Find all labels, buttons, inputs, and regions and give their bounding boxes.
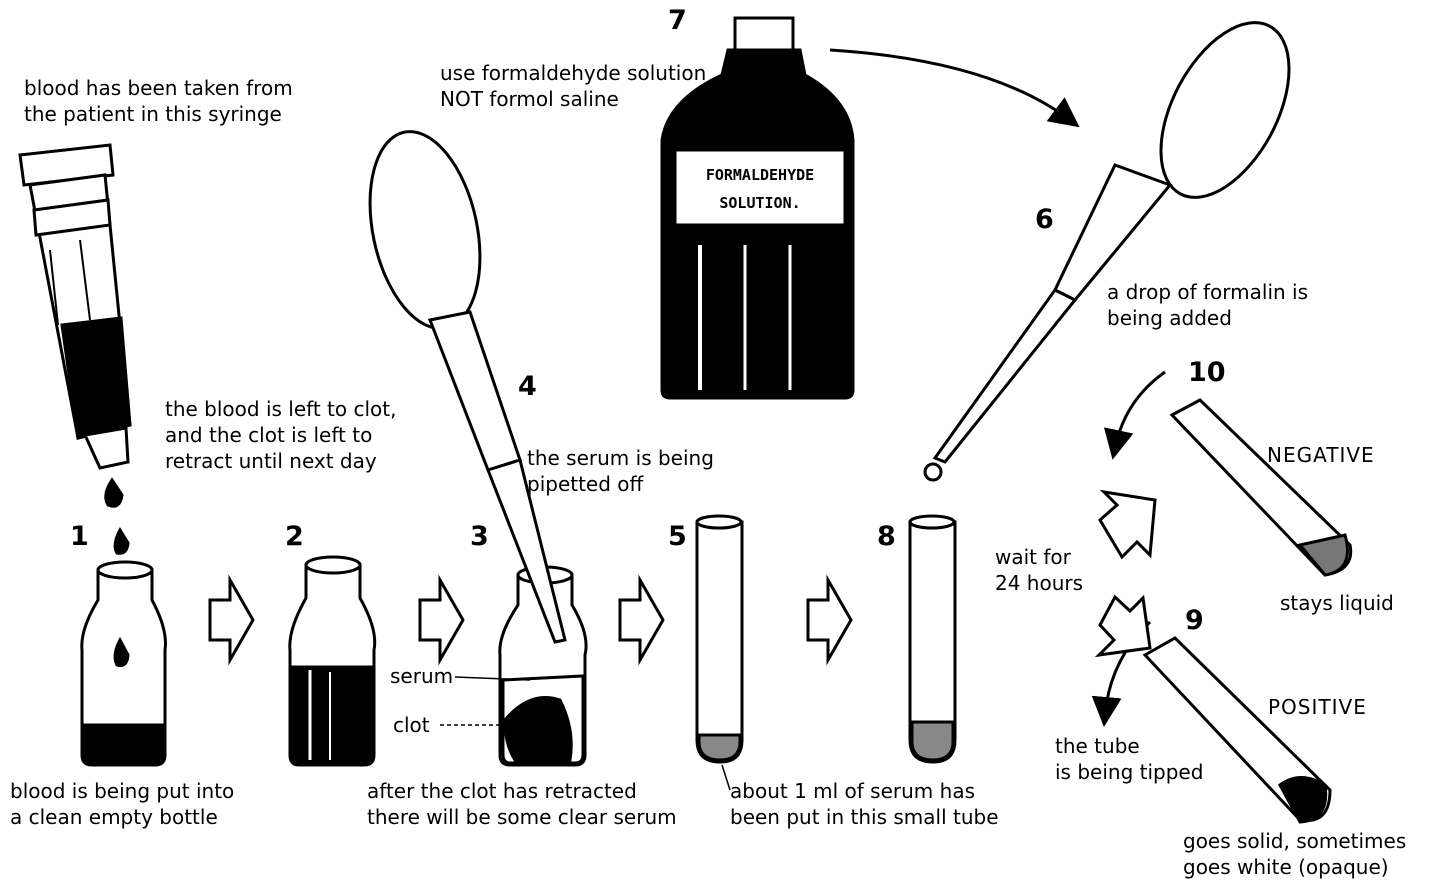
caption-step-1: blood is being put into a clean empty bo… (10, 778, 234, 830)
formaldehyde-note: use formaldehyde solution NOT formol sal… (440, 60, 706, 112)
step-number-8: 8 (877, 522, 896, 552)
step-number-7: 7 (668, 6, 687, 36)
stays-liquid-note: stays liquid (1280, 590, 1394, 616)
arrow-2-3 (420, 580, 463, 660)
formalin-drop-note: a drop of formalin is being added (1107, 279, 1308, 331)
step-number-3: 3 (470, 522, 489, 552)
arrow-to-positive (1099, 597, 1150, 655)
serum-label: serum (390, 663, 453, 689)
arrow-step-10 (1115, 372, 1165, 448)
step-number-4: 4 (518, 372, 537, 402)
arrow-to-negative (1100, 492, 1155, 557)
pipette-note: the serum is being pipetted off (527, 445, 714, 497)
caption-step-3: after the clot has retracted there will … (367, 778, 677, 830)
positive-label: POSITIVE (1268, 694, 1367, 720)
step-number-1: 1 (70, 522, 89, 552)
bottle-label-line-1: FORMALDEHYDE (706, 166, 814, 184)
tube-positive (1145, 638, 1330, 822)
syringe-note: blood has been taken from the patient in… (24, 75, 293, 127)
clot-label: clot (393, 712, 430, 738)
negative-label: NEGATIVE (1267, 442, 1375, 468)
wait-note: wait for 24 hours (995, 544, 1083, 596)
syringe-illustration (20, 145, 130, 506)
bottle-1 (82, 530, 166, 765)
tube-5 (697, 516, 742, 762)
tube-5-leader (722, 765, 730, 790)
arrow-3-5 (620, 580, 663, 660)
caption-step-5: about 1 ml of serum has been put in this… (730, 778, 999, 830)
step-number-10: 10 (1188, 358, 1226, 388)
step-number-2: 2 (285, 522, 304, 552)
dropper-illustration (925, 2, 1316, 480)
step-number-9: 9 (1185, 606, 1204, 636)
bottle-2 (290, 557, 375, 765)
arrow-bottle-to-dropper (830, 50, 1070, 120)
tube-negative (1172, 400, 1351, 575)
positive-result-note: goes solid, sometimes goes white (opaque… (1183, 828, 1406, 880)
step-number-5: 5 (668, 522, 687, 552)
tipped-note: the tube is being tipped (1055, 733, 1203, 785)
arrow-1-2 (210, 580, 253, 660)
step-number-6: 6 (1035, 205, 1054, 235)
arrow-5-8 (808, 580, 851, 660)
bottle-label-line-2: SOLUTION. (719, 194, 800, 212)
clot-note: the blood is left to clot, and the clot … (165, 396, 396, 474)
tube-8 (910, 516, 955, 762)
